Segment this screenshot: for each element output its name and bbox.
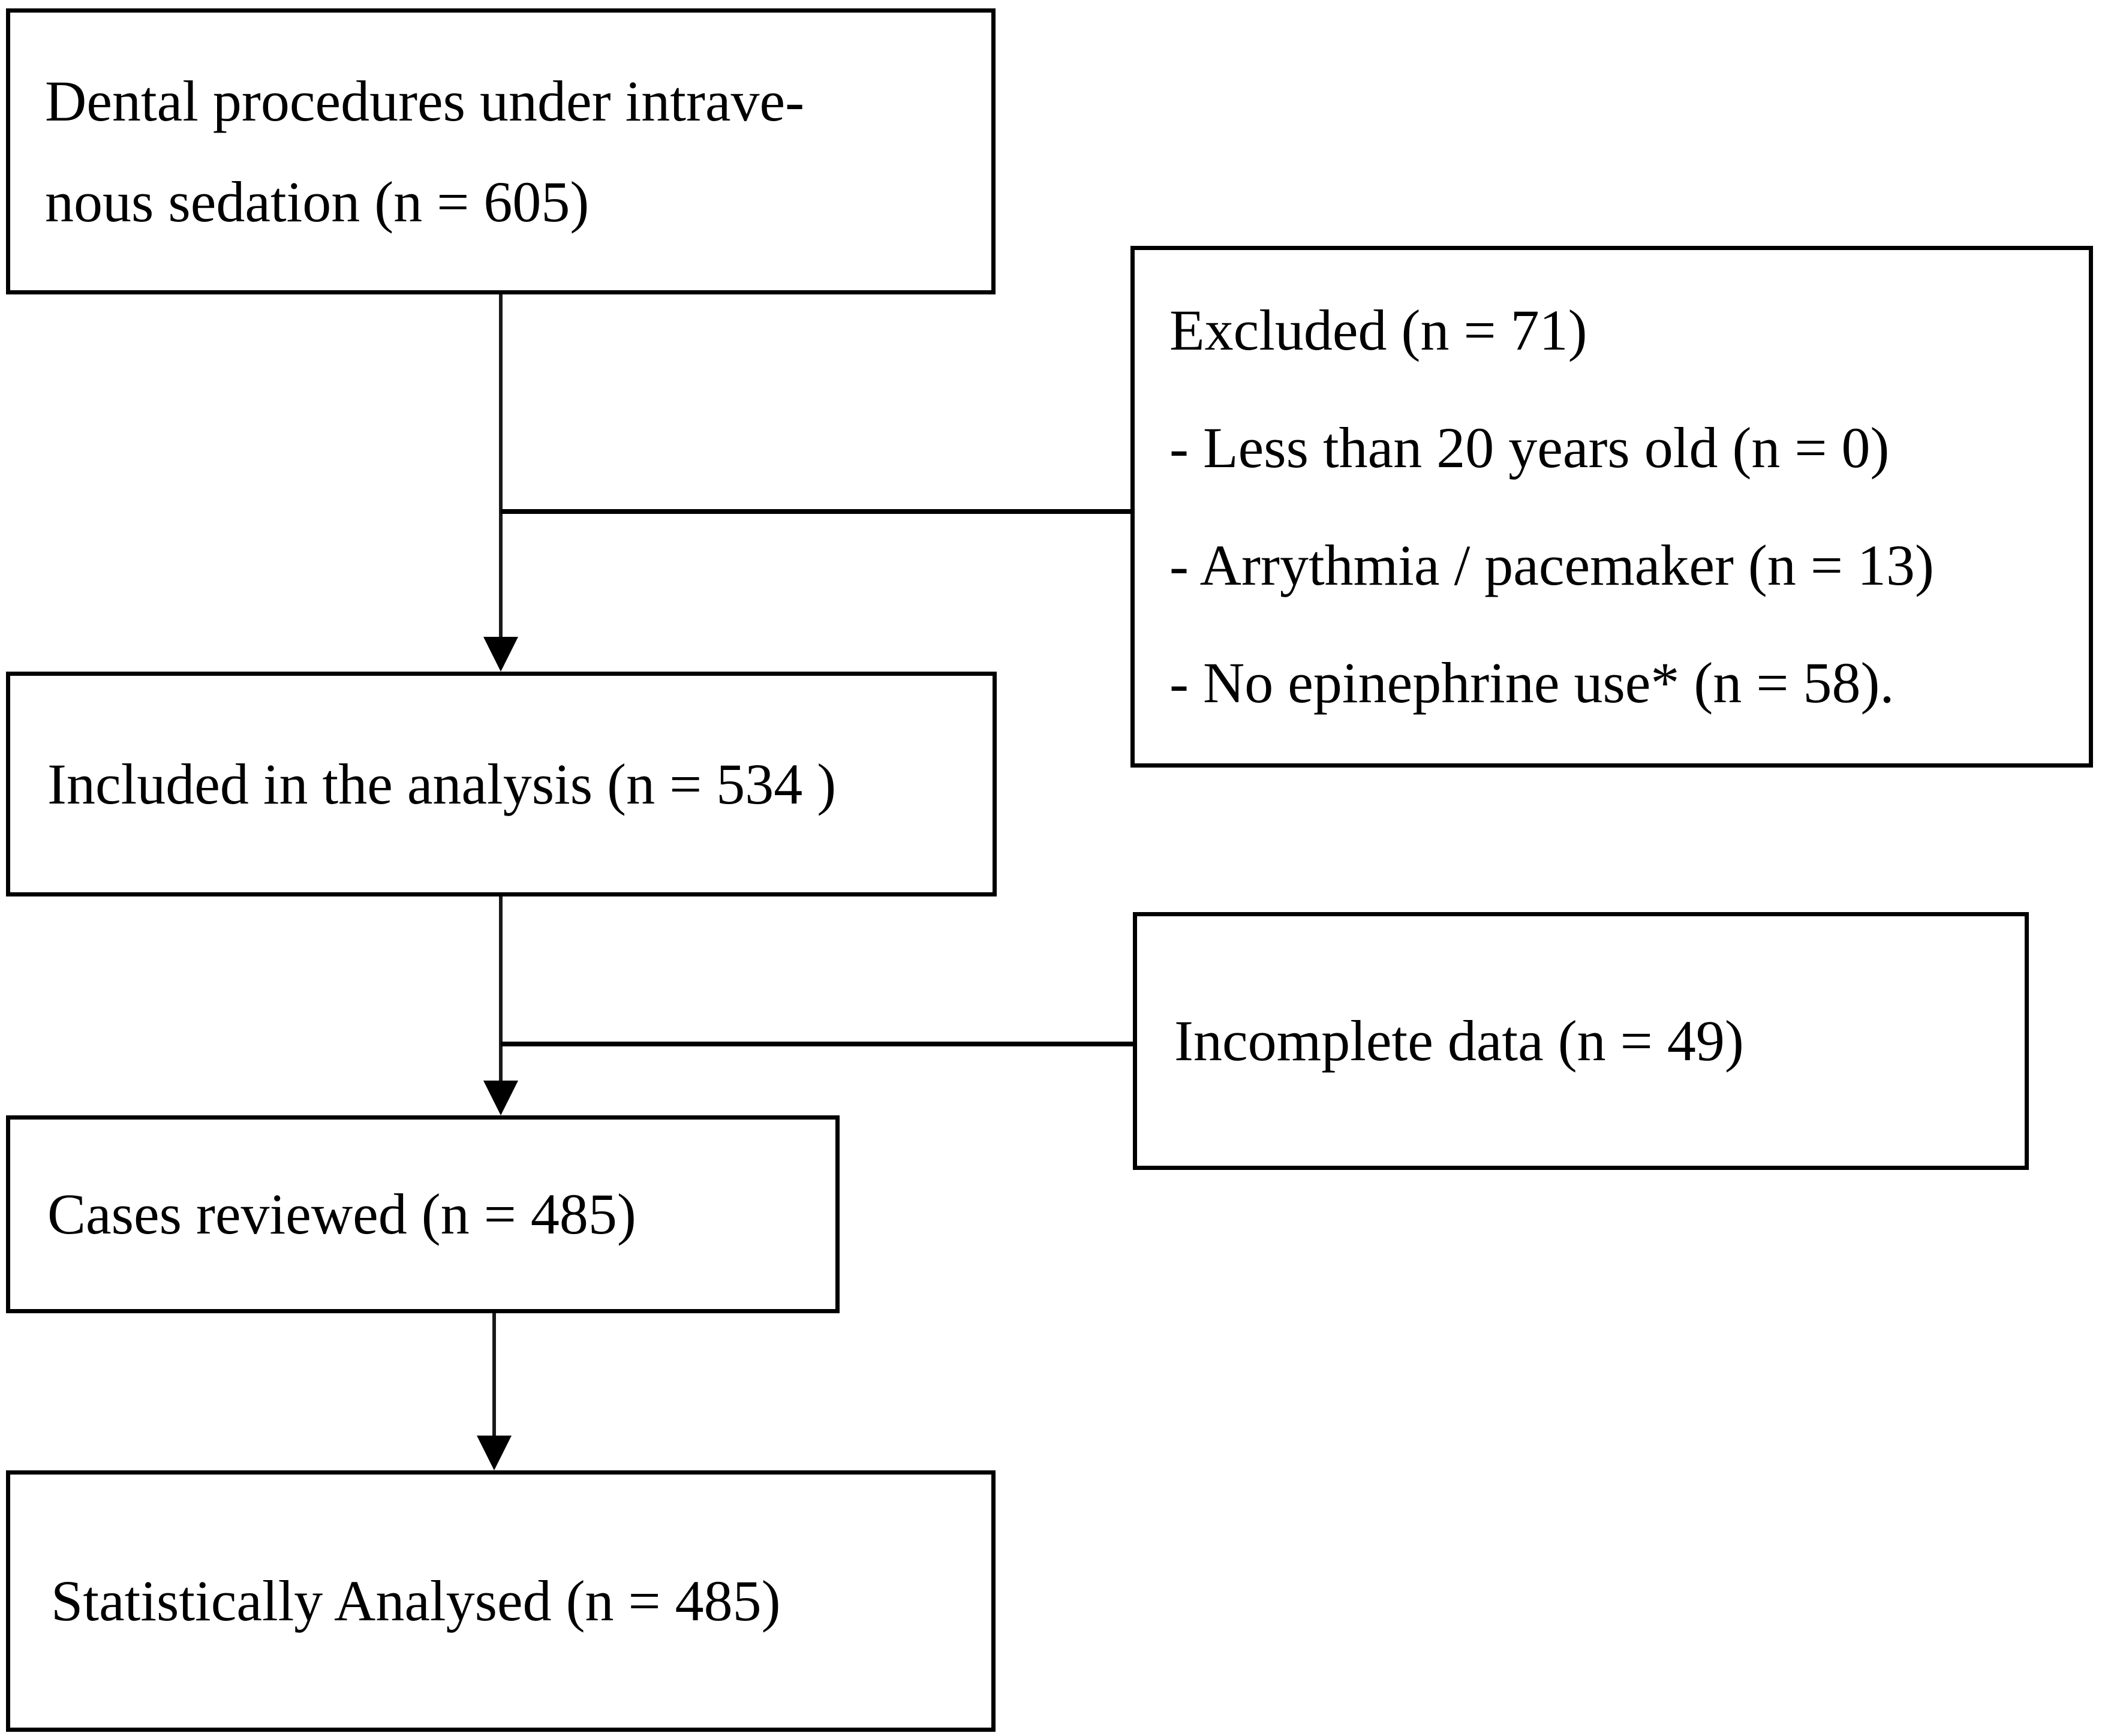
node-incomplete-data: Incomplete data (n = 49)	[1133, 912, 2029, 1170]
connector-branch-to-incomplete	[501, 1042, 1133, 1046]
node-dental-procedures-line-2: nous sedation (n = 605)	[45, 169, 590, 234]
node-excluded: Excluded (n = 71) - Less than 20 years o…	[1130, 246, 2093, 768]
node-dental-procedures-line-1: Dental procedures under intrave-	[45, 68, 805, 133]
arrowhead-down-icon	[483, 637, 518, 672]
node-dental-procedures: Dental procedures under intrave- nous se…	[6, 8, 996, 294]
node-incomplete-data-label: Incomplete data (n = 49)	[1174, 1009, 1744, 1073]
node-statistically-analysed-label: Statistically Analysed (n = 485)	[51, 1569, 781, 1633]
node-cases-reviewed-label: Cases reviewed (n = 485)	[47, 1182, 636, 1246]
arrowhead-down-icon	[477, 1436, 512, 1470]
connector-included-to-reviewed	[499, 896, 503, 1082]
node-included-in-analysis: Included in the analysis (n = 534 )	[6, 672, 997, 896]
connector-reviewed-to-analysed	[492, 1313, 496, 1437]
node-excluded-item-age: - Less than 20 years old (n = 0)	[1169, 416, 1890, 480]
node-excluded-title: Excluded (n = 71)	[1169, 298, 1587, 362]
node-statistically-analysed: Statistically Analysed (n = 485)	[6, 1470, 996, 1732]
node-included-in-analysis-label: Included in the analysis (n = 534 )	[47, 751, 837, 816]
node-excluded-item-arrythmia: - Arrythmia / pacemaker (n = 13)	[1169, 533, 1934, 597]
connector-branch-to-excluded	[501, 509, 1130, 514]
arrowhead-down-icon	[483, 1081, 518, 1115]
node-cases-reviewed: Cases reviewed (n = 485)	[6, 1115, 840, 1313]
connector-source-to-included	[499, 294, 503, 637]
node-excluded-item-no-epinephrine: - No epinephrine use* (n = 58).	[1169, 651, 1894, 715]
